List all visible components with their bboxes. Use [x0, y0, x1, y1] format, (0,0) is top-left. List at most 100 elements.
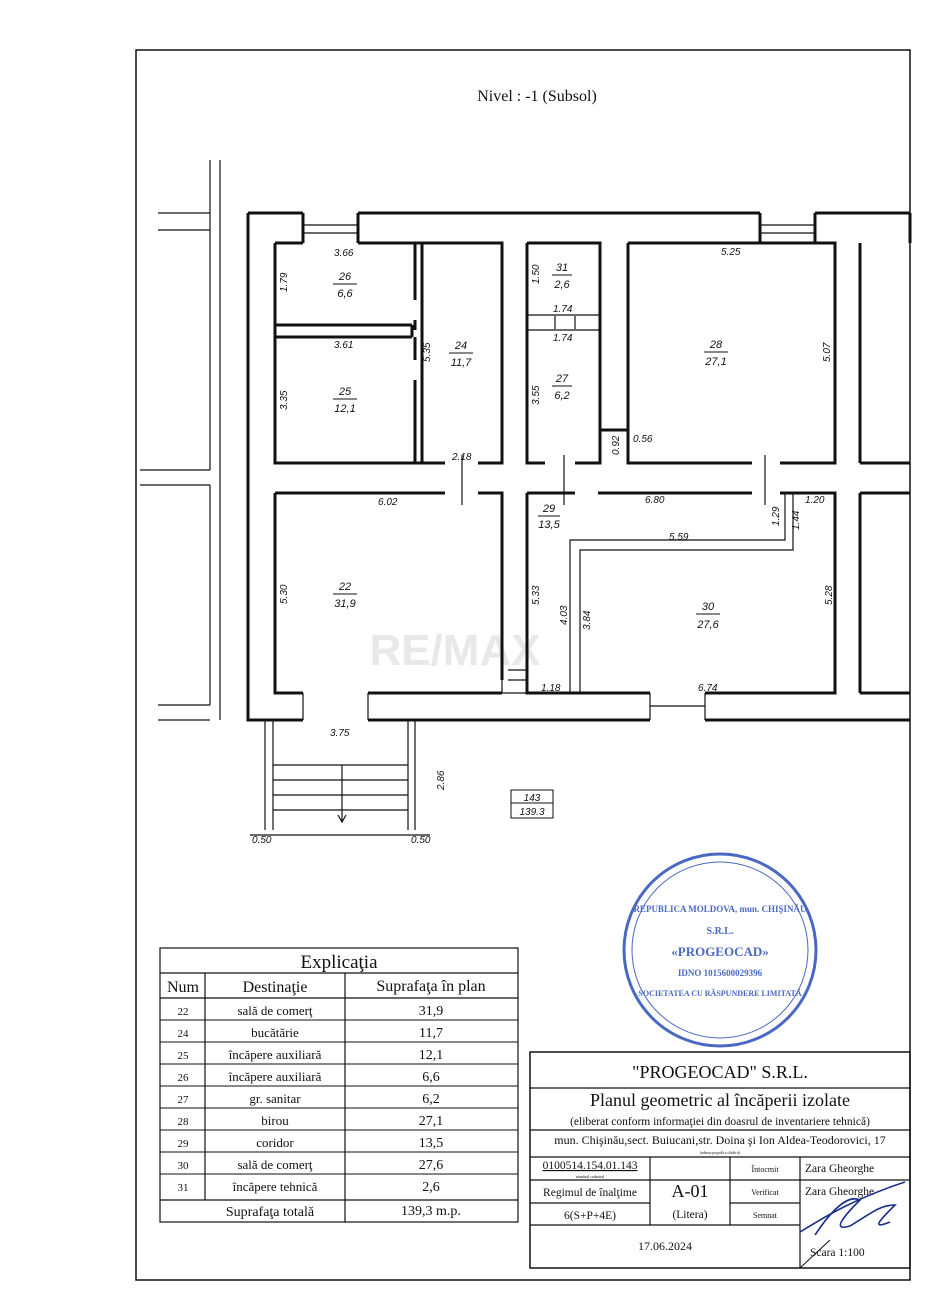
company-stamp: REPUBLICA MOLDOVA, mun. CHIŞINĂU S.R.L. … [622, 852, 818, 1048]
row-area: 6,2 [422, 1092, 440, 1107]
table-row: 24 bucătărie 11,7 [178, 1025, 443, 1041]
svg-text:6.80: 6.80 [645, 495, 665, 506]
svg-text:27,1: 27,1 [704, 356, 726, 368]
svg-text:0.50: 0.50 [252, 835, 272, 846]
svg-text:3.75: 3.75 [330, 728, 350, 739]
room-24: 24 11,7 [449, 340, 473, 369]
svg-text:4.03: 4.03 [559, 605, 570, 625]
svg-text:5.35: 5.35 [422, 342, 433, 362]
row-num: 30 [178, 1160, 190, 1172]
svg-text:139.3: 139.3 [519, 807, 544, 818]
svg-text:1.74: 1.74 [553, 333, 573, 344]
table-row: 26 încăpere auxiliară 6,6 [178, 1069, 440, 1085]
row-area: 27,1 [419, 1114, 444, 1129]
row-destination: bucătărie [251, 1025, 299, 1040]
row-area: 6,6 [422, 1070, 440, 1085]
level-title: Nivel : -1 (Subsol) [477, 88, 597, 105]
svg-text:1.18: 1.18 [541, 683, 561, 694]
svg-text:(Litera): (Litera) [672, 1209, 707, 1221]
svg-text:11,7: 11,7 [451, 357, 472, 369]
svg-text:5.59: 5.59 [669, 532, 689, 543]
room-27: 276,2 [552, 373, 572, 402]
svg-text:Întocmit: Întocmit [751, 1164, 779, 1174]
table-row: 31 încăpere tehnică 2,6 [178, 1179, 440, 1195]
row-num: 31 [178, 1182, 189, 1194]
svg-text:12,1: 12,1 [334, 403, 355, 415]
row-area: 2,6 [422, 1180, 440, 1195]
svg-text:Zara Gheorghe: Zara Gheorghe [805, 1163, 874, 1175]
row-num: 22 [178, 1006, 189, 1018]
svg-text:27,6: 27,6 [696, 619, 719, 631]
stamp-outer-text: REPUBLICA MOLDOVA, mun. CHIŞINĂU [633, 904, 807, 914]
room-25: 25 12,1 [333, 386, 357, 415]
svg-text:0.50: 0.50 [411, 835, 431, 846]
svg-text:3.61: 3.61 [334, 340, 353, 351]
explicatia-table: Explicaţia Num Destinaţie Suprafaţa în p… [159, 947, 519, 1223]
svg-text:6,6: 6,6 [337, 288, 353, 300]
svg-text:5.30: 5.30 [279, 584, 290, 604]
svg-text:24: 24 [454, 340, 467, 352]
svg-text:Destinaţie: Destinaţie [243, 979, 308, 996]
svg-text:0100514.154.01.143: 0100514.154.01.143 [543, 1160, 638, 1172]
row-num: 27 [178, 1094, 190, 1106]
svg-text:6.74: 6.74 [698, 683, 718, 694]
svg-text:"PROGEOCAD" S.R.L.: "PROGEOCAD" S.R.L. [632, 1062, 808, 1082]
dimension-labels: 3.66 1.79 3.61 3.35 5.35 2.18 1.50 1.74 … [252, 247, 835, 846]
room-31: 312,6 [552, 262, 572, 291]
row-area: 31,9 [419, 1004, 444, 1019]
explicatia-total: Suprafaţa totală 139,3 m.p. [226, 1204, 461, 1220]
svg-text:Num: Num [167, 979, 200, 996]
svg-text:2,6: 2,6 [553, 279, 570, 291]
row-area: 13,5 [419, 1136, 444, 1151]
svg-text:mun. Chişinău,sect. Buiucani,s: mun. Chişinău,sect. Buiucani,str. Doina … [554, 1133, 885, 1147]
title-block: "PROGEOCAD" S.R.L. Planul geometric al î… [529, 1051, 911, 1269]
stamp-center: «PROGEOCAD» [671, 944, 769, 959]
svg-text:5.28: 5.28 [824, 585, 835, 605]
row-num: 24 [178, 1028, 190, 1040]
svg-text:numărul cadastral: numărul cadastral [576, 1174, 605, 1179]
row-destination: încăpere auxiliară [228, 1069, 322, 1084]
row-destination: încăpere tehnică [232, 1179, 318, 1194]
row-destination: sală de comerţ [237, 1157, 312, 1172]
svg-text:2.18: 2.18 [451, 452, 472, 463]
svg-text:22: 22 [338, 581, 351, 593]
svg-text:3.84: 3.84 [582, 610, 593, 630]
svg-text:3.55: 3.55 [531, 385, 542, 405]
svg-text:31: 31 [556, 262, 568, 274]
row-destination: birou [261, 1113, 289, 1128]
svg-text:A-01: A-01 [672, 1181, 709, 1201]
svg-text:1.44: 1.44 [791, 510, 802, 530]
svg-text:28: 28 [709, 339, 723, 351]
row-area: 11,7 [419, 1026, 443, 1041]
svg-text:26: 26 [338, 271, 352, 283]
svg-text:Regimul de înalţime: Regimul de înalţime [543, 1187, 637, 1199]
svg-text:143: 143 [524, 793, 541, 804]
svg-text:30: 30 [702, 601, 715, 613]
svg-text:139,3 m.p.: 139,3 m.p. [401, 1204, 461, 1219]
svg-text:Scara 1:100: Scara 1:100 [810, 1247, 865, 1259]
svg-text:0.92: 0.92 [611, 435, 622, 455]
svg-text:5.33: 5.33 [531, 585, 542, 605]
svg-text:3.66: 3.66 [334, 248, 354, 259]
row-num: 26 [178, 1072, 190, 1084]
entrance-stairs [250, 720, 430, 836]
svg-text:25: 25 [338, 386, 352, 398]
svg-text:31,9: 31,9 [334, 598, 355, 610]
svg-text:1.50: 1.50 [531, 264, 542, 284]
stamp-bottom-text: SOCIETATEA CU RĂSPUNDERE LIMITATĂ [638, 988, 801, 998]
svg-text:5.07: 5.07 [822, 342, 833, 362]
svg-text:17.06.2024: 17.06.2024 [638, 1239, 692, 1253]
signature [799, 1181, 906, 1236]
watermark: RE/MAX [369, 626, 540, 675]
svg-text:1.20: 1.20 [805, 495, 825, 506]
area-box: 143 139.3 [510, 789, 554, 819]
row-num: 25 [178, 1050, 190, 1062]
svg-text:Verificat: Verificat [751, 1188, 779, 1197]
svg-text:6,2: 6,2 [554, 390, 569, 402]
row-destination: sală de comerţ [237, 1003, 312, 1018]
